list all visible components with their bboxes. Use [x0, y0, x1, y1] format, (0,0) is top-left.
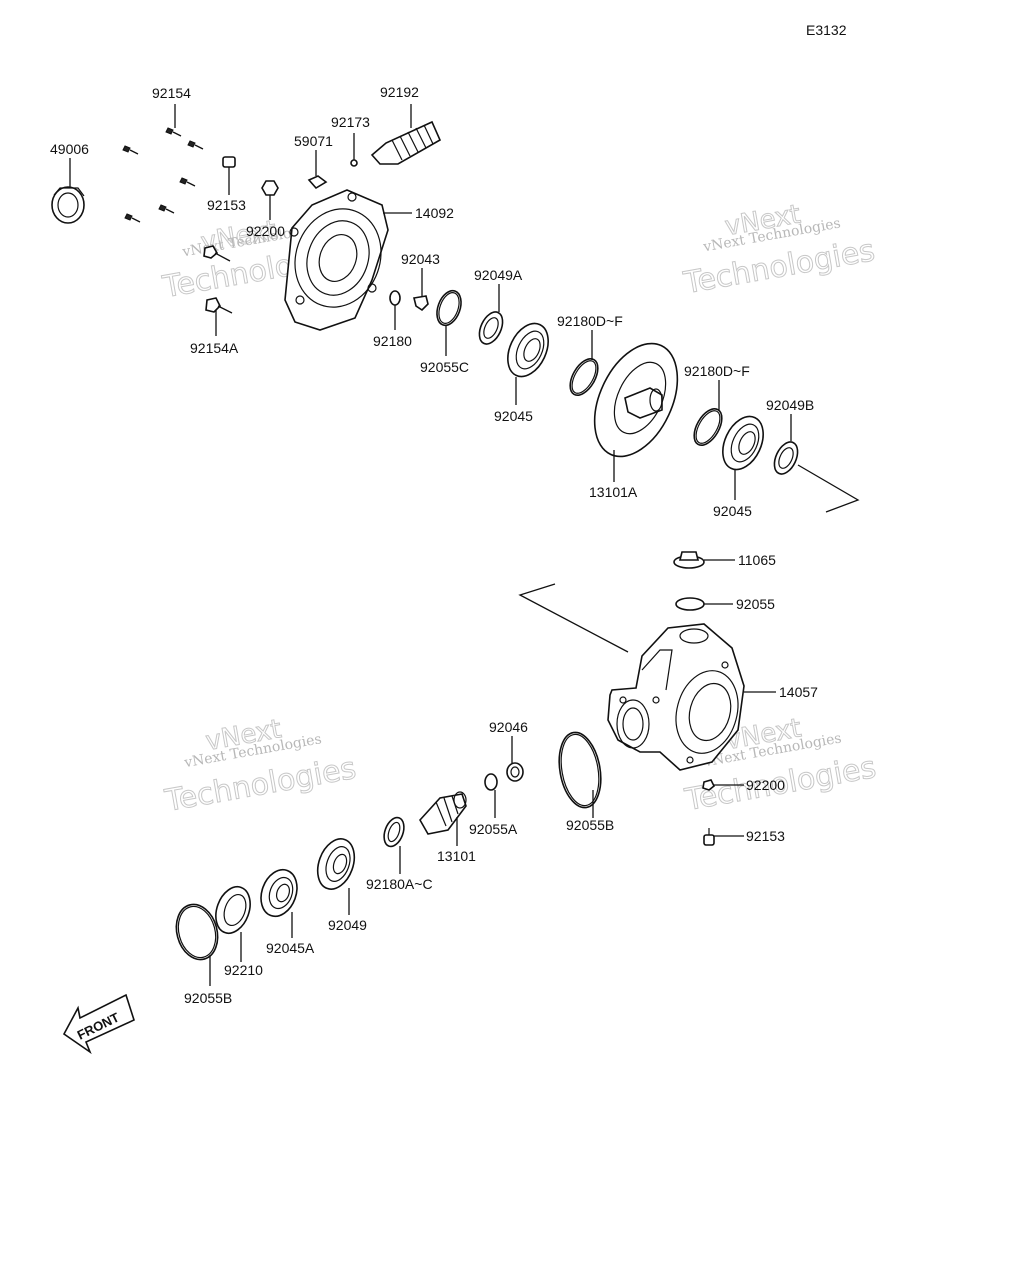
part-92173	[350, 133, 358, 167]
part-92200-upper	[261, 180, 279, 220]
watermark-mid-left: vNext vNext Technologies Technologies	[161, 714, 359, 820]
part-11065	[673, 551, 735, 569]
part-13101	[419, 791, 467, 846]
part-14057	[607, 623, 776, 771]
small-bolts	[122, 104, 204, 223]
label-92049B: 92049B	[766, 397, 814, 413]
part-14092	[284, 189, 412, 331]
part-92049	[316, 838, 356, 915]
part-92049B	[773, 414, 799, 475]
part-13101A	[593, 342, 679, 482]
label-59071: 59071	[294, 133, 333, 149]
part-92153-upper	[222, 156, 236, 195]
part-92192	[370, 104, 442, 165]
part-92049A	[478, 284, 504, 345]
label-92049A: 92049A	[474, 267, 523, 283]
part-92200-lower	[702, 779, 744, 791]
label-92055B-right: 92055B	[566, 817, 614, 833]
part-92045-upper	[507, 322, 549, 405]
part-92210	[215, 885, 251, 962]
part-59071	[307, 150, 328, 190]
label-92046: 92046	[489, 719, 528, 735]
label-13101A: 13101A	[589, 484, 638, 500]
part-92045A	[260, 868, 298, 938]
label-92154A: 92154A	[190, 340, 239, 356]
part-92180DF-2	[693, 380, 723, 446]
part-92043	[413, 268, 429, 312]
part-92055C	[436, 289, 462, 356]
part-92046	[506, 736, 524, 782]
label-92045-right: 92045	[713, 503, 752, 519]
part-92045-right	[722, 415, 764, 500]
label-92154: 92154	[152, 85, 191, 101]
part-92055B-left	[175, 903, 219, 986]
part-92055	[675, 597, 733, 611]
label-92200-lower: 92200	[746, 777, 785, 793]
label-92210: 92210	[224, 962, 263, 978]
label-49006: 49006	[50, 141, 89, 157]
label-14092: 14092	[415, 205, 454, 221]
part-92180AC	[383, 816, 405, 874]
label-92045A: 92045A	[266, 940, 315, 956]
watermark-top-right: vNext vNext Technologies Technologies	[680, 199, 878, 302]
label-14057: 14057	[779, 684, 818, 700]
diagram-id: E3132	[806, 22, 847, 38]
label-92045-upper: 92045	[494, 408, 533, 424]
label-92055C: 92055C	[420, 359, 469, 375]
label-92055A: 92055A	[469, 821, 518, 837]
label-92055: 92055	[736, 596, 775, 612]
label-92173: 92173	[331, 114, 370, 130]
label-92180DF-1: 92180D~F	[557, 313, 623, 329]
label-92200-upper: 92200	[246, 223, 285, 239]
label-92180DF-2: 92180D~F	[684, 363, 750, 379]
label-92043: 92043	[401, 251, 440, 267]
guide-lines	[518, 464, 860, 653]
part-92180-small	[389, 290, 401, 330]
part-49006	[51, 158, 85, 224]
part-92180DF-1	[569, 330, 599, 396]
front-arrow: FRONT	[62, 993, 135, 1055]
label-92055B-left: 92055B	[184, 990, 232, 1006]
label-13101: 13101	[437, 848, 476, 864]
part-92055A	[484, 773, 498, 818]
part-92154A	[203, 245, 233, 336]
label-92049: 92049	[328, 917, 367, 933]
label-92180AC: 92180A~C	[366, 876, 433, 892]
label-92153-lower: 92153	[746, 828, 785, 844]
part-92153-lower	[703, 828, 744, 846]
part-92055B-right	[558, 731, 602, 818]
label-92180: 92180	[373, 333, 412, 349]
label-92153-upper: 92153	[207, 197, 246, 213]
label-92192: 92192	[380, 84, 419, 100]
part-labels: 49006 92154 92153 92200 92154A 92173 590…	[50, 84, 818, 1006]
label-11065: 11065	[738, 552, 776, 568]
